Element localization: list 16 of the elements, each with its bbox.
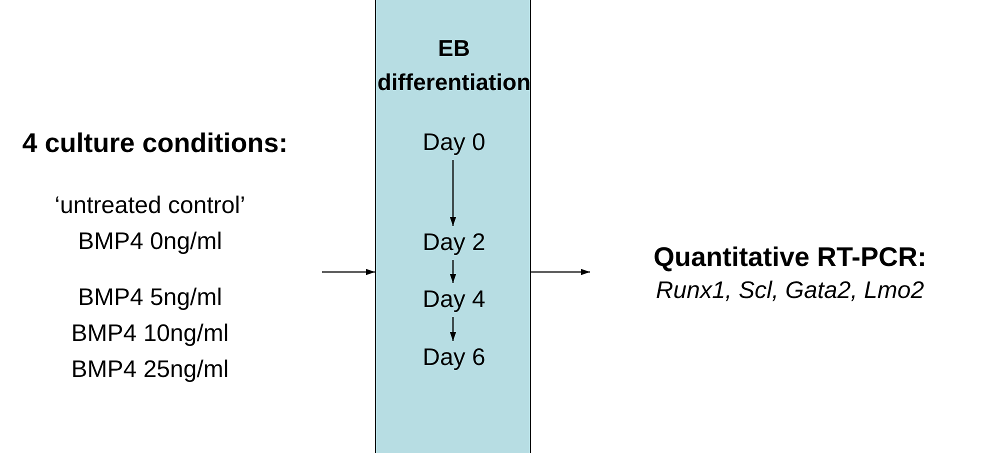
step-label: Day 0	[404, 128, 504, 158]
arrow	[450, 160, 456, 226]
step-label: Day 6	[404, 343, 504, 373]
step-label: Day 2	[404, 228, 504, 258]
gene-list: Runx1, Scl, Gata2, Lmo2	[590, 274, 990, 308]
arrow	[450, 260, 456, 283]
heading-label: 4 culture conditions:	[21, 127, 289, 160]
heading-label: Quantitative RT-PCR:	[652, 241, 928, 274]
condition-text: ‘untreated control’ BMP4 0ng/ml	[54, 191, 246, 257]
stage-panel	[375, 0, 531, 453]
arrow	[322, 268, 375, 276]
step-label: Day 4	[404, 285, 504, 315]
arrow	[450, 317, 456, 341]
condition-text: BMP4 5ng/ml BMP4 10ng/ml BMP4 25ng/ml	[70, 283, 230, 385]
heading-label: EB differentiation	[376, 34, 532, 97]
arrow	[531, 268, 590, 276]
